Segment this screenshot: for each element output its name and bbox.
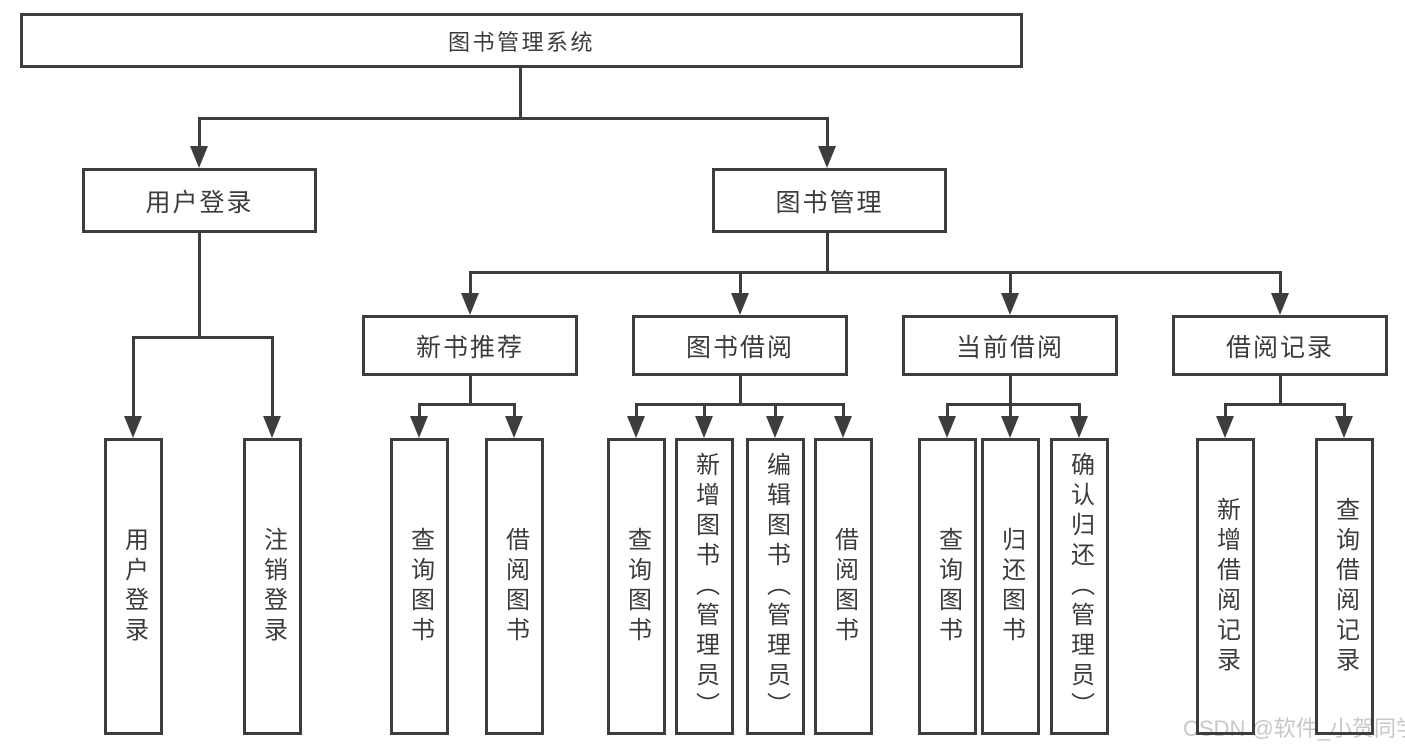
connector-root-to-user-login [197, 117, 201, 150]
connector-user-login-drop [197, 233, 201, 339]
leaf-query-books-borrow: 查询图书 [607, 438, 666, 735]
arrowhead-down-icon [938, 416, 956, 438]
connector-stub [512, 403, 516, 420]
arrowhead-down-icon [461, 293, 479, 315]
arrowhead-down-icon [731, 293, 749, 315]
leaf-user-login: 用户登录 [104, 438, 163, 735]
connector-borrow-records-split [1223, 403, 1346, 406]
connector-to-leaf-user-login [131, 336, 135, 420]
arrowhead-down-icon [627, 416, 645, 438]
leaf-add-borrow-record: 新增借阅记录 [1196, 438, 1255, 735]
arrowhead-down-icon [124, 416, 142, 438]
arrowhead-down-icon [505, 416, 523, 438]
leaf-return-books-label: 归还图书 [997, 526, 1025, 647]
connector-current-borrow-split [945, 403, 1081, 406]
node-current-borrow: 当前借阅 [902, 315, 1118, 376]
connector-root-drop [519, 68, 522, 120]
node-book-borrow: 图书借阅 [632, 315, 848, 376]
arrowhead-down-icon [1216, 416, 1234, 438]
connector-root-split [197, 117, 829, 120]
arrowhead-down-icon [1070, 416, 1088, 438]
connector-to-borrow-records [1278, 271, 1282, 297]
connector-to-book-borrow [738, 271, 742, 297]
arrowhead-down-icon [766, 416, 784, 438]
node-book-management-label: 图书管理 [775, 188, 884, 217]
leaf-edit-books-admin-label: 编辑图书（管理员） [762, 451, 790, 722]
connector-stub [841, 403, 845, 420]
connector-book-borrow-split [634, 403, 845, 406]
leaf-edit-books-admin: 编辑图书（管理员） [746, 438, 805, 735]
node-root-label: 图书管理系统 [447, 29, 595, 55]
leaf-confirm-return-admin-label: 确认归还（管理员） [1066, 451, 1094, 722]
connector-to-new-book-recommend [468, 271, 472, 297]
node-user-login-label: 用户登录 [145, 188, 254, 217]
leaf-borrow-books-label: 借阅图书 [830, 526, 858, 647]
node-book-borrow-label: 图书借阅 [685, 333, 794, 362]
connector-root-to-book-management [825, 117, 829, 150]
leaf-confirm-return-admin: 确认归还（管理员） [1050, 438, 1109, 735]
connector-current-borrow-drop [1008, 375, 1012, 406]
arrowhead-down-icon [818, 146, 836, 168]
leaf-borrow-books: 借阅图书 [814, 438, 873, 735]
leaf-logout: 注销登录 [243, 438, 302, 735]
connector-book-management-split [468, 271, 1282, 274]
node-borrow-records: 借阅记录 [1172, 315, 1388, 376]
leaf-add-books-admin-label: 新增图书（管理员） [691, 451, 719, 722]
leaf-borrow-books-recommend: 借阅图书 [485, 438, 544, 735]
arrowhead-down-icon [1335, 416, 1353, 438]
leaf-query-borrow-record-label: 查询借阅记录 [1331, 496, 1359, 677]
leaf-query-books-current-label: 查询图书 [934, 526, 962, 647]
leaf-logout-label: 注销登录 [259, 526, 287, 647]
node-current-borrow-label: 当前借阅 [955, 333, 1064, 362]
connector-book-management-drop [825, 232, 829, 274]
leaf-return-books: 归还图书 [981, 438, 1040, 735]
connector-stub [634, 403, 638, 420]
connector-borrow-records-drop [1278, 375, 1282, 406]
leaf-query-books-borrow-label: 查询图书 [623, 526, 651, 647]
connector-user-login-split [131, 336, 274, 339]
arrowhead-down-icon [1271, 293, 1289, 315]
arrowhead-down-icon [410, 416, 428, 438]
node-root: 图书管理系统 [20, 13, 1023, 68]
connector-new-book-recommend-drop [468, 375, 472, 406]
leaf-query-books-recommend: 查询图书 [390, 438, 449, 735]
node-borrow-records-label: 借阅记录 [1225, 333, 1334, 362]
connector-stub [773, 403, 777, 420]
node-new-book-recommend-label: 新书推荐 [415, 333, 524, 362]
connector-to-leaf-logout [270, 336, 274, 420]
leaf-query-books-current: 查询图书 [918, 438, 977, 735]
connector-new-book-recommend-split [417, 403, 516, 406]
arrowhead-down-icon [1001, 293, 1019, 315]
leaf-borrow-books-recommend-label: 借阅图书 [501, 526, 529, 647]
arrowhead-down-icon [834, 416, 852, 438]
node-user-login: 用户登录 [82, 168, 317, 233]
node-new-book-recommend: 新书推荐 [362, 315, 578, 376]
leaf-query-borrow-record: 查询借阅记录 [1315, 438, 1374, 735]
csdn-watermark: CSDN @软件_小贺同学 [1183, 716, 1405, 741]
arrowhead-down-icon [695, 416, 713, 438]
arrowhead-down-icon [1001, 416, 1019, 438]
connector-book-borrow-drop [738, 375, 742, 406]
connector-stub [1223, 403, 1227, 420]
connector-stub [1342, 403, 1346, 420]
connector-to-current-borrow [1008, 271, 1012, 297]
connector-stub [1008, 403, 1012, 420]
arrowhead-down-icon [263, 416, 281, 438]
leaf-add-borrow-record-label: 新增借阅记录 [1212, 496, 1240, 677]
connector-stub [702, 403, 706, 420]
leaf-query-books-recommend-label: 查询图书 [406, 526, 434, 647]
leaf-user-login-label: 用户登录 [120, 526, 148, 647]
connector-stub [1077, 403, 1081, 420]
arrowhead-down-icon [190, 146, 208, 168]
leaf-add-books-admin: 新增图书（管理员） [675, 438, 734, 735]
node-book-management: 图书管理 [712, 168, 947, 233]
connector-stub [417, 403, 421, 420]
connector-stub [945, 403, 949, 420]
